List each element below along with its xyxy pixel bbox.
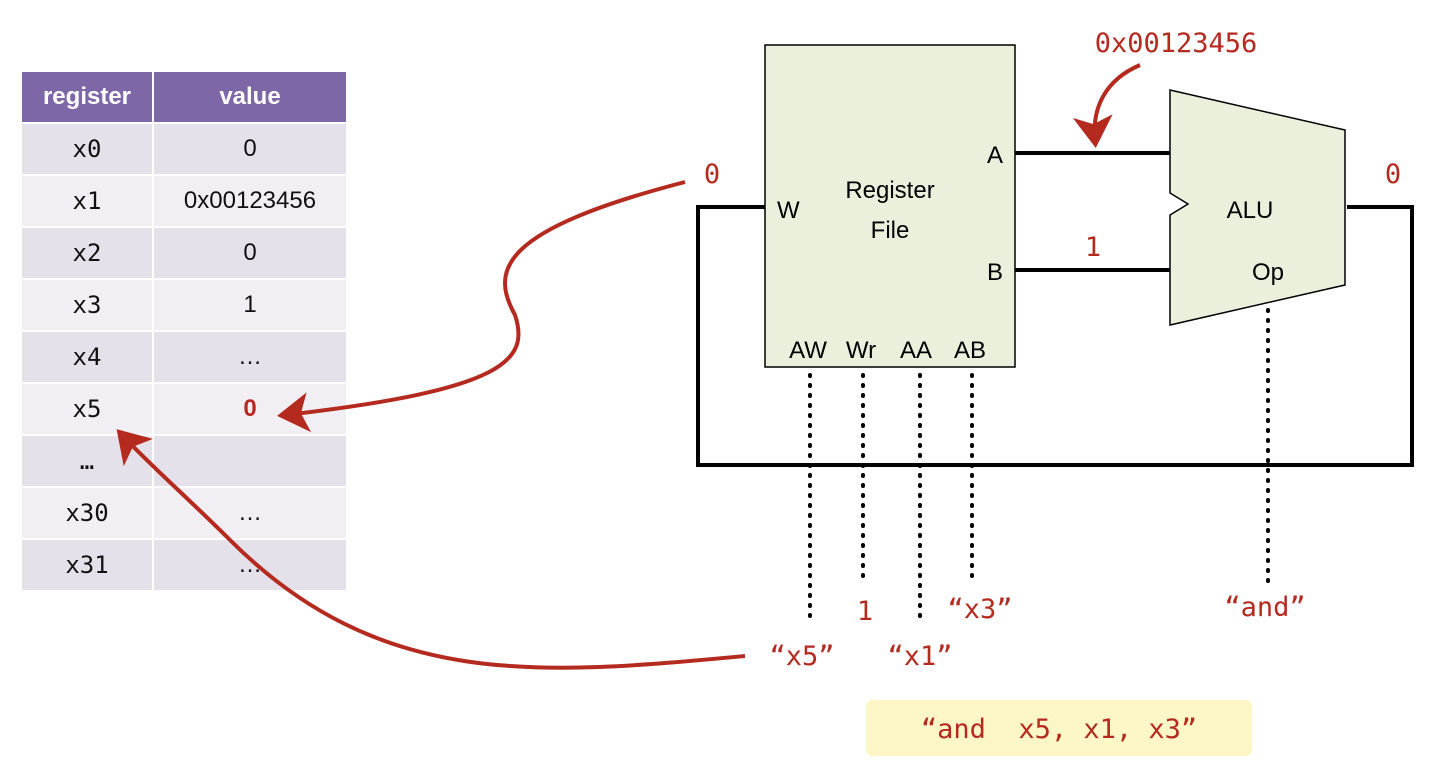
register-file-title-line2: File bbox=[871, 217, 910, 244]
port-w-label: W bbox=[777, 197, 800, 224]
alu-output-annotation: 0 bbox=[1385, 159, 1401, 190]
table-row: x4 … bbox=[20, 330, 348, 384]
alu-op-label: Op bbox=[1252, 259, 1284, 286]
table-row: x30 … bbox=[20, 486, 348, 540]
header-register: register bbox=[20, 70, 154, 124]
register-name: x2 bbox=[20, 226, 154, 280]
register-value bbox=[152, 434, 348, 488]
b-value-annotation: 1 bbox=[1085, 232, 1101, 263]
arrow-a-value bbox=[1072, 63, 1141, 148]
register-name: x31 bbox=[20, 538, 154, 592]
register-value-highlighted: 0 bbox=[152, 382, 348, 436]
table-row: x1 0x00123456 bbox=[20, 174, 348, 228]
aa-value-annotation: “x1” bbox=[887, 641, 952, 672]
register-value: … bbox=[152, 330, 348, 384]
register-name: x0 bbox=[20, 122, 154, 176]
instruction-text: “and x5, x1, x3” bbox=[921, 714, 1197, 745]
header-value: value bbox=[152, 70, 348, 124]
register-name: x5 bbox=[20, 382, 154, 436]
a-value-annotation: 0x00123456 bbox=[1095, 28, 1258, 59]
wr-value-annotation: 1 bbox=[857, 596, 873, 627]
register-file-block bbox=[764, 44, 1016, 368]
table-row: x5 0 bbox=[20, 382, 348, 436]
table-row: x31 … bbox=[20, 538, 348, 592]
table-row: x0 0 bbox=[20, 122, 348, 176]
table-row: x3 1 bbox=[20, 278, 348, 332]
port-aw-label: AW bbox=[789, 337, 827, 364]
port-b-label: B bbox=[987, 259, 1003, 286]
port-ab-label: AB bbox=[954, 337, 986, 364]
arrow-aw-to-x5 bbox=[116, 429, 746, 670]
alu-label: ALU bbox=[1227, 197, 1274, 224]
register-name: x30 bbox=[20, 486, 154, 540]
table-row: x2 0 bbox=[20, 226, 348, 280]
aw-value-annotation: “x5” bbox=[769, 641, 834, 672]
register-name: x4 bbox=[20, 330, 154, 384]
op-value-annotation: “and” bbox=[1224, 592, 1305, 623]
register-value: 0x00123456 bbox=[152, 174, 348, 228]
table-header-row: register value bbox=[20, 70, 348, 124]
feedback-wire bbox=[696, 205, 1414, 467]
register-value: … bbox=[152, 538, 348, 592]
register-file-title-line1: Register bbox=[845, 177, 934, 204]
register-value: 0 bbox=[152, 226, 348, 280]
port-a-label: A bbox=[987, 142, 1003, 169]
register-table: register value x0 0 x1 0x00123456 x2 0 x… bbox=[20, 70, 348, 592]
w-value-annotation: 0 bbox=[704, 159, 720, 190]
instruction-box bbox=[866, 700, 1252, 756]
ab-value-annotation: “x3” bbox=[947, 594, 1012, 625]
register-name: x1 bbox=[20, 174, 154, 228]
port-wr-label: Wr bbox=[846, 337, 876, 364]
arrow-writeback bbox=[277, 180, 686, 433]
register-value: 1 bbox=[152, 278, 348, 332]
port-aa-label: AA bbox=[900, 337, 932, 364]
register-name: x3 bbox=[20, 278, 154, 332]
alu-block bbox=[1169, 89, 1346, 326]
register-value: 0 bbox=[152, 122, 348, 176]
